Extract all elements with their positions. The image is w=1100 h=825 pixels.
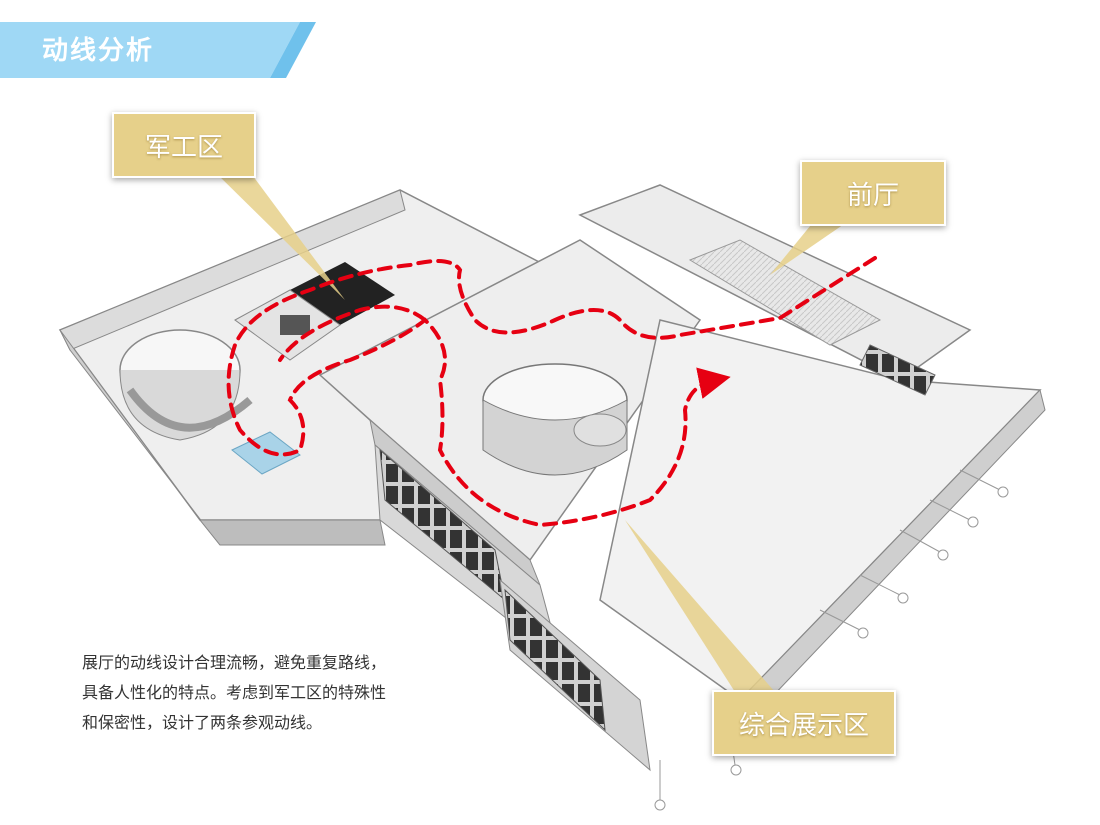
- header-band: [0, 22, 316, 78]
- military-pointer: [215, 172, 345, 300]
- lobby-pointer: [770, 220, 850, 275]
- exhibit-pointer: [625, 520, 775, 692]
- central-round-room: [482, 363, 628, 476]
- circulation-routes: [226, 256, 877, 528]
- description-line: 具备人性化的特点。考虑到军工区的特殊性: [82, 683, 387, 702]
- callout-lobby: 前厅: [800, 160, 946, 226]
- right-wing: [578, 184, 1046, 721]
- header-band-accent: [270, 22, 316, 78]
- description: 展厅的动线设计合理流畅，避免重复路线， 具备人性化的特点。考虑到军工区的特殊性 …: [82, 648, 462, 738]
- callout-exhibition-area: 综合展示区: [712, 690, 896, 756]
- route-inner: [278, 304, 427, 362]
- header-band-shape: [0, 22, 300, 78]
- callout-military-area: 军工区: [112, 112, 256, 178]
- left-round-room: [119, 329, 253, 441]
- description-line: 展厅的动线设计合理流畅，避免重复路线，: [82, 653, 387, 672]
- page-title: 动线分析: [42, 36, 155, 66]
- description-line: 和保密性，设计了两条参观动线。: [82, 713, 323, 732]
- route-outer: [226, 256, 877, 528]
- front-facade: [374, 443, 651, 772]
